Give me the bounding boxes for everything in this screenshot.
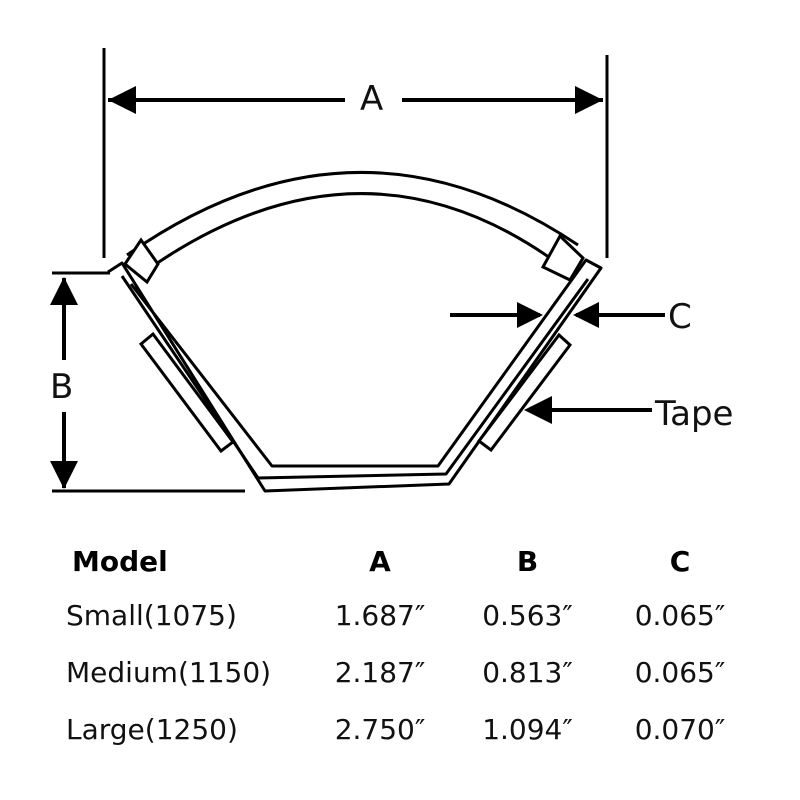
table-header-row: Model A B C	[60, 535, 760, 587]
cover-outer-arc	[126, 170, 579, 257]
b-cell: 0.813″	[482, 656, 573, 689]
b-cell: 0.563″	[482, 599, 573, 632]
left-clip-tab	[122, 237, 160, 285]
dimension-c-arrow	[450, 302, 665, 328]
cover-inner-arc	[139, 192, 554, 277]
right-tape-strip	[476, 332, 573, 453]
base-channel-outer	[107, 258, 603, 493]
model-cell: Small(1075)	[66, 599, 237, 632]
dimension-b-label: B	[50, 367, 74, 407]
a-cell: 2.750″	[334, 713, 426, 746]
dimension-b-arrow	[50, 277, 78, 489]
tape-label: Tape	[655, 394, 734, 434]
c-cell: 0.065″	[634, 599, 726, 632]
tape-arrow	[524, 396, 652, 424]
header-model: Model	[72, 544, 168, 578]
table-row: Large(1250) 2.750″ 1.094″ 0.070″	[60, 701, 760, 758]
base-channel-inner	[120, 275, 590, 480]
c-cell: 0.065″	[634, 656, 726, 689]
model-spec-table: Model A B C Small(1075) 1.687″ 0.563″ 0.…	[60, 535, 760, 758]
model-cell: Large(1250)	[66, 713, 238, 746]
header-b: B	[516, 544, 539, 578]
table-row: Small(1075) 1.687″ 0.563″ 0.065″	[60, 587, 760, 644]
right-clip-tab	[540, 233, 585, 282]
dimension-c-label: C	[668, 297, 692, 337]
table-row: Medium(1150) 2.187″ 0.813″ 0.065″	[60, 644, 760, 701]
model-cell: Medium(1150)	[66, 656, 272, 689]
dimension-a-label: A	[360, 79, 384, 119]
a-cell: 2.187″	[334, 656, 426, 689]
b-cell: 1.094″	[482, 713, 573, 746]
dimension-a-arrow	[108, 86, 603, 114]
header-a: A	[369, 544, 391, 578]
c-cell: 0.070″	[634, 713, 726, 746]
left-tape-strip	[138, 331, 236, 454]
header-c: C	[669, 544, 691, 578]
cord-cover-diagram	[50, 48, 665, 493]
a-cell: 1.687″	[334, 599, 426, 632]
